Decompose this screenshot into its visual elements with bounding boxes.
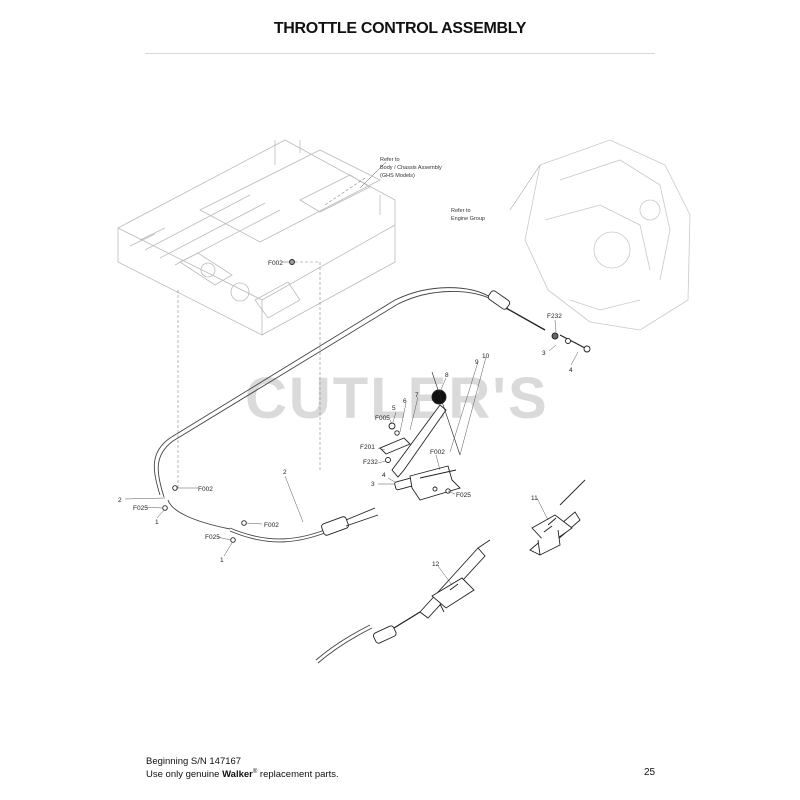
engine-reference-note: Refer to Engine Group: [451, 208, 485, 222]
callout-f002-cable: F002: [264, 522, 279, 529]
callout-leaders: [124, 161, 579, 586]
brand-name: Walker: [222, 769, 253, 781]
callout-f025-low: F025: [205, 534, 220, 541]
callout-6: 6: [403, 398, 407, 405]
callout-f002-top: F002: [268, 260, 283, 267]
callout-10: 10: [482, 353, 490, 360]
throttle-lever: [379, 371, 461, 501]
callout-4-right: 4: [569, 367, 573, 374]
callout-f232-mid: F232: [363, 459, 378, 466]
page-number: 25: [644, 767, 656, 778]
callout-5: 5: [392, 405, 396, 412]
genuine-parts-note: Use only genuine Walker® replacement par…: [146, 769, 339, 781]
throttle-cable: [153, 287, 494, 664]
registered-mark: ®: [252, 769, 258, 775]
callout-f025-left: F025: [133, 505, 148, 512]
callout-7: 7: [415, 392, 419, 399]
callout-8: 8: [445, 372, 449, 379]
callout-4-mid: 4: [382, 472, 386, 479]
callout-12: 12: [432, 561, 440, 568]
callout-9: 9: [475, 359, 479, 366]
callout-3-right: 3: [542, 350, 546, 357]
part-11-bracket: [529, 479, 586, 556]
callout-1-left: 1: [155, 519, 159, 526]
chassis-illustration: [117, 139, 396, 336]
serial-note: Beginning S/N 147167: [146, 756, 242, 767]
title-divider: [145, 53, 655, 54]
page-title: THROTTLE CONTROL ASSEMBLY: [273, 20, 527, 37]
engine-illustration: [524, 139, 691, 331]
callout-f002-left: F002: [198, 486, 213, 493]
chassis-reference-note: Refer to Body / Chassis Assembly (GHS Mo…: [380, 157, 443, 179]
callout-2-cable: 2: [283, 469, 287, 476]
watermark-text: CUTLER'S: [245, 366, 549, 431]
callout-11: 11: [531, 495, 538, 502]
callout-f025-mid: F025: [456, 492, 471, 499]
page-footer: Beginning S/N 147167 Use only genuine Wa…: [146, 756, 339, 780]
callout-f002-mid: F002: [430, 449, 445, 456]
cable-fittings: [162, 259, 591, 644]
callout-f232-right: F232: [547, 313, 562, 320]
callout-f201: F201: [360, 444, 375, 451]
callout-1-low: 1: [220, 557, 224, 564]
callout-3-mid: 3: [371, 481, 375, 488]
part-12-assembly: [419, 539, 491, 619]
callout-2-left: 2: [118, 497, 122, 504]
chassis-leader-lines: [177, 177, 366, 490]
engine-leader: [509, 164, 541, 211]
callout-f005: F005: [375, 415, 390, 422]
